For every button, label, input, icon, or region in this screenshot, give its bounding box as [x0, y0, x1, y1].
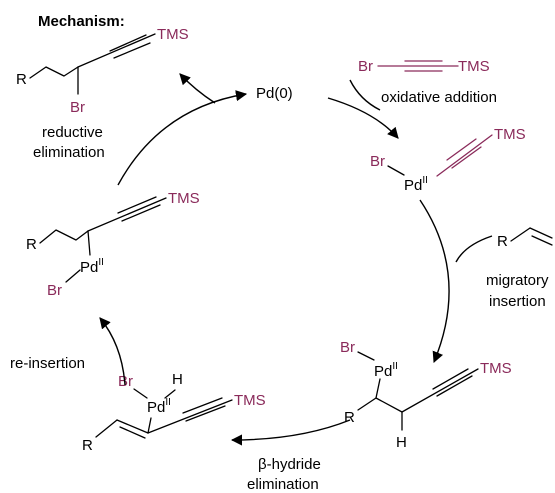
- product-r-label: R: [16, 71, 27, 88]
- complex4-br-pd-bond: [65, 269, 81, 283]
- product-alkyne-bond-3: [113, 42, 151, 59]
- beta-hydride-label-2: elimination: [247, 476, 319, 493]
- reagent-br-label: Br: [358, 58, 373, 75]
- arrow-migratory-insertion: [419, 199, 450, 364]
- complex4-tms-label: TMS: [168, 190, 200, 207]
- complex2-h-label: H: [396, 434, 407, 451]
- product-alkyne-bond-2: [109, 34, 147, 52]
- beta-hydride-label-1: β-hydride: [258, 456, 321, 473]
- alkene-r-label: R: [497, 233, 508, 250]
- complex3-r-label: R: [82, 437, 93, 454]
- complex1-br-label: Br: [370, 153, 385, 170]
- complex2-tms-label: TMS: [480, 360, 512, 377]
- complex2-alkyne-bond-3: [436, 375, 473, 397]
- complex4-alkyne-bond-2: [117, 196, 157, 214]
- complex4-r-label: R: [26, 236, 37, 253]
- complex2-br-label: Br: [340, 339, 355, 356]
- alkene-bond-2: [529, 227, 553, 239]
- complex3-h-label: H: [172, 371, 183, 388]
- alkene-reagent: R: [497, 227, 553, 250]
- complex3-r-c-bond: [95, 419, 118, 438]
- reagent-tms-label: TMS: [458, 58, 490, 75]
- complex3-br-pd-bond: [133, 388, 148, 399]
- complex2-alkyne-bond-2: [432, 368, 469, 390]
- complex4-alkyne-bond-1: [87, 197, 167, 232]
- arrow-reagent-in: [349, 79, 381, 111]
- arrow-beta-hydride-elimination: [230, 419, 351, 446]
- alkene-bond-3: [531, 235, 553, 246]
- migratory-insertion-label-1: migratory: [486, 272, 549, 289]
- complex2-br-pd-bond: [357, 351, 375, 361]
- complex3-alkene-bond-1: [116, 419, 149, 434]
- complex1-alkyne-bond-1: [436, 134, 493, 177]
- product-br-label: Br: [70, 99, 85, 116]
- complex1-br-pd-bond: [387, 165, 405, 176]
- complex2-c-r-bond: [357, 397, 377, 411]
- oxidative-addition-label: oxidative addition: [381, 89, 497, 106]
- complex2-r-label: R: [344, 409, 355, 426]
- complex3-alkyne-bond-2: [182, 397, 223, 414]
- mechanism-title: Mechanism:: [38, 13, 125, 30]
- complex4-alkyne-bond-3: [121, 204, 161, 222]
- complex2-pd-c-bond: [375, 378, 381, 399]
- reductive-elimination-label-1: reductive: [42, 124, 103, 141]
- complex4-c-pd-bond: [87, 230, 91, 256]
- pd-hydride-complex: Br H PdII R TMS: [82, 371, 266, 454]
- arrow-alkene-in: [455, 235, 493, 263]
- complex1-alkyne-bond-2: [446, 138, 477, 161]
- migratory-insertion-label-2: insertion: [489, 293, 546, 310]
- alkene-bond-1: [510, 227, 531, 242]
- alkyl-pd-complex: Br PdII R H TMS: [340, 339, 512, 451]
- reinsertion-label: re-insertion: [10, 355, 85, 372]
- complex1-pd-label: PdII: [404, 175, 428, 194]
- complex1-tms-label: TMS: [494, 126, 526, 143]
- arrow-product-out: [179, 73, 216, 104]
- product-alkyne-bond-1: [77, 33, 156, 68]
- complex4-br-label: Br: [47, 282, 62, 299]
- arrow-reductive-elimination: [117, 90, 248, 186]
- complex3-alkene-bond-2: [119, 426, 146, 439]
- complex3-alkyne-bond-1: [147, 399, 233, 434]
- complex3-tms-label: TMS: [234, 392, 266, 409]
- arrow-reinsertion: [99, 317, 126, 386]
- arrow-oxidative-addition: [327, 97, 399, 139]
- complex1-alkyne-bond-3: [451, 146, 482, 169]
- complex4-chain-bonds: [39, 229, 89, 244]
- pd-alkynyl-complex: Br PdII TMS: [370, 126, 526, 194]
- complex3-br-label: Br: [118, 373, 133, 390]
- complex2-c-c-bond: [375, 397, 403, 413]
- product-structure: R Br TMS: [16, 26, 189, 116]
- pd0-label: Pd(0): [256, 85, 293, 102]
- complex3-pi-coordination: [147, 417, 152, 434]
- complex4-pd-label: PdII: [80, 257, 104, 276]
- product-chain-bonds: [29, 66, 79, 79]
- complex2-pd-label: PdII: [374, 361, 398, 380]
- alkynyl-bromide-reagent: Br TMS: [358, 58, 490, 75]
- complex2-alkyne-bond-1: [401, 368, 479, 413]
- complex3-alkyne-bond-3: [185, 405, 226, 422]
- reductive-elimination-label-2: elimination: [33, 144, 105, 161]
- propargyl-pd-complex: R PdII Br TMS: [26, 190, 200, 299]
- product-tms-label: TMS: [157, 26, 189, 43]
- complex3-pd-label: PdII: [147, 397, 171, 416]
- complex3-h-pd-bond: [164, 389, 176, 399]
